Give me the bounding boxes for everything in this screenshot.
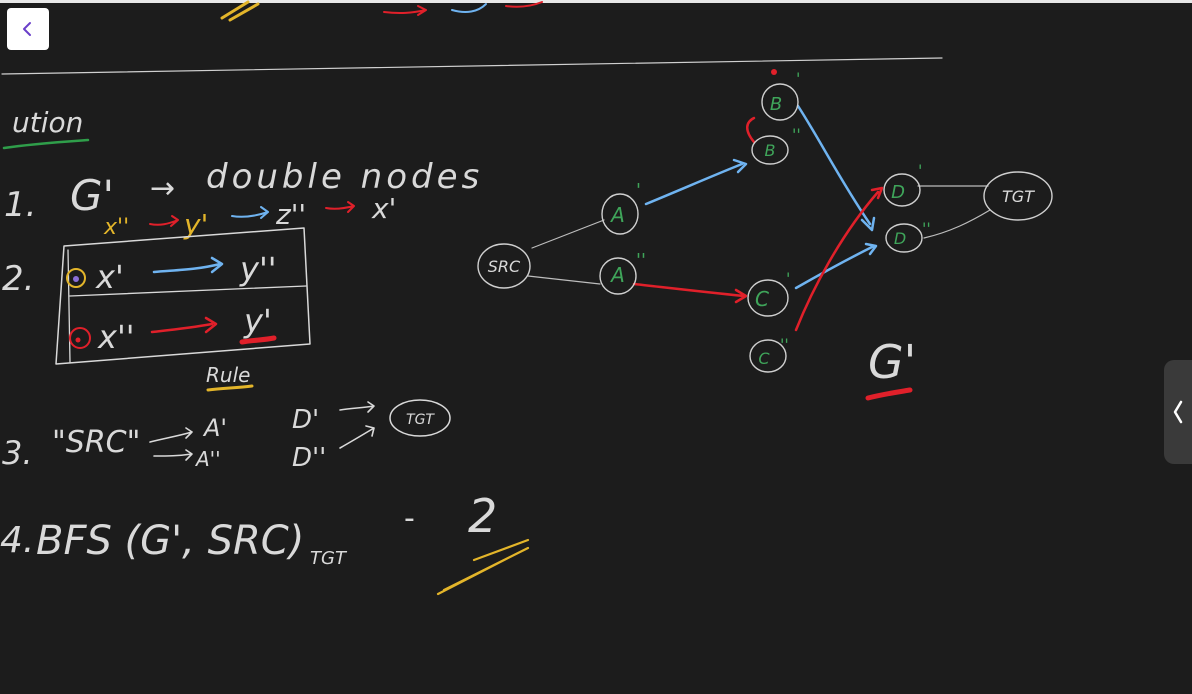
- graph-g-prime: SRC A ' A '' B ' B '' C ' C '' D ' D '': [477, 69, 1053, 401]
- svg-text:-: -: [404, 501, 415, 536]
- svg-text:"SRC": "SRC": [52, 425, 140, 460]
- step3: 3. "SRC" A' A'' D' D'' TGT: [2, 399, 451, 473]
- graph-node-tgt: TGT: [1002, 187, 1035, 206]
- svg-text:D'': D'': [292, 443, 326, 473]
- step1-number: 1.: [4, 185, 36, 225]
- graph-node-src: SRC: [488, 257, 521, 276]
- svg-text:': ': [918, 161, 922, 180]
- svg-text:x': x': [371, 192, 396, 225]
- svg-text:': ': [786, 269, 790, 288]
- cycle-line: x'' y' z'' x': [103, 192, 396, 241]
- chevron-left-icon: [23, 22, 31, 36]
- back-button[interactable]: [7, 8, 49, 50]
- rule-caption-underline: [206, 384, 254, 392]
- graph-node-a2: A: [609, 263, 625, 287]
- step4: 4. BFS (G', SRC) TGT - 2: [0, 489, 530, 596]
- rule-row1-to: y'': [239, 250, 277, 288]
- rule-caption: Rule: [206, 363, 250, 387]
- graph-node-c1: C: [755, 287, 769, 311]
- svg-text:TGT: TGT: [406, 412, 435, 428]
- rule-row1-from: x': [95, 258, 124, 296]
- graph-node-d2: D: [894, 229, 906, 248]
- graph-node-b1: B: [770, 94, 782, 115]
- graph-node-d1: D: [891, 182, 905, 203]
- step1-graph: G': [70, 171, 114, 220]
- graph-node-a1: A: [609, 203, 625, 227]
- top-partial-scribbles: [220, 0, 543, 22]
- graph-node-b2: B: [765, 141, 776, 160]
- svg-text:x'': x'': [103, 215, 129, 240]
- svg-text:'': '': [792, 125, 801, 144]
- top-edge-strip: [0, 0, 1192, 3]
- svg-text:A': A': [202, 414, 227, 442]
- svg-text:': ': [636, 180, 641, 201]
- svg-text:'': '': [922, 219, 931, 238]
- svg-text:BFS (G', SRC): BFS (G', SRC): [36, 518, 304, 564]
- svg-text:': ': [796, 69, 800, 88]
- graph-label: G': [868, 335, 916, 389]
- svg-text:3.: 3.: [2, 434, 33, 472]
- step2-number: 2.: [2, 259, 34, 299]
- svg-text:'': '': [636, 250, 646, 271]
- rule-row2-to: y': [243, 302, 272, 340]
- rule-row2-underline: [239, 335, 277, 345]
- svg-text:A'': A'': [194, 447, 221, 471]
- side-panel-toggle[interactable]: [1164, 360, 1192, 464]
- graph-node-c2: C: [758, 349, 770, 368]
- divider-line: [1, 57, 943, 75]
- rule-row1-marker: [66, 268, 86, 288]
- rule-row2-marker: [69, 327, 91, 349]
- section-heading: ution: [12, 106, 83, 139]
- svg-text:4.: 4.: [0, 520, 34, 561]
- rule-row2-arrow: [150, 316, 218, 334]
- svg-text:'': '': [780, 335, 789, 354]
- graph-label-underline: [865, 387, 913, 401]
- step1-arrow: →: [150, 171, 175, 206]
- svg-text:TGT: TGT: [310, 548, 348, 569]
- heading-underline: [2, 138, 90, 150]
- chevron-left-icon: [1173, 400, 1183, 424]
- svg-text:z'': z'': [275, 198, 306, 231]
- svg-text:2: 2: [468, 489, 497, 543]
- rule-row1-arrow: [152, 256, 224, 274]
- svg-text:D': D': [292, 405, 319, 435]
- rule-table: x' y'' x'' y': [55, 227, 311, 365]
- step1-text: double nodes: [206, 157, 483, 197]
- rule-row2-from: x'': [97, 318, 135, 356]
